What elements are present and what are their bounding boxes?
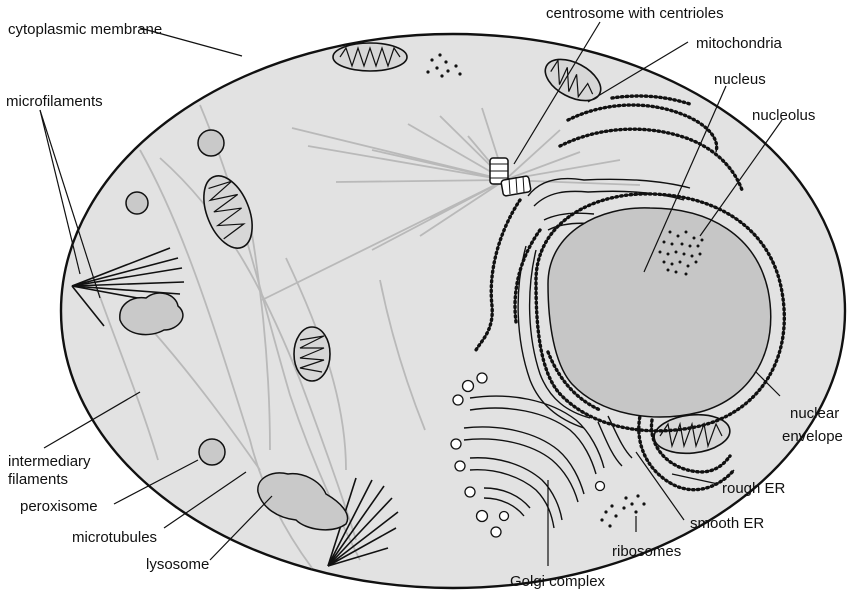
cytoplasmic-membrane-label: cytoplasmic membrane: [8, 21, 162, 38]
lysosome-label: lysosome: [146, 556, 209, 573]
nuclear-envelope-label-line2: envelope: [782, 428, 843, 445]
nucleus-label: nucleus: [714, 71, 766, 88]
ribosomes-label: ribosomes: [612, 543, 681, 560]
nucleolus-label: nucleolus: [752, 107, 815, 124]
nuclear-envelope-label-line1: nuclear: [790, 405, 839, 422]
mitochondrion-center: [294, 327, 330, 381]
peroxisome-label: peroxisome: [20, 498, 98, 515]
intermediary-filaments-label-line1: intermediary: [8, 453, 91, 470]
rough-er-label: rough ER: [722, 480, 786, 497]
smooth-er-label: smooth ER: [690, 515, 764, 532]
intermediary-filaments-label-line2: filaments: [8, 471, 68, 488]
golgi-complex-label: Golgi complex: [510, 573, 606, 590]
microfilaments-label: microfilaments: [6, 93, 103, 110]
mitochondria-label: mitochondria: [696, 35, 783, 52]
mitochondrion-top: [333, 43, 407, 71]
nucleus-shape: [548, 208, 771, 417]
microtubules-label: microtubules: [72, 529, 157, 546]
centrosome-label: centrosome with centrioles: [546, 5, 724, 22]
